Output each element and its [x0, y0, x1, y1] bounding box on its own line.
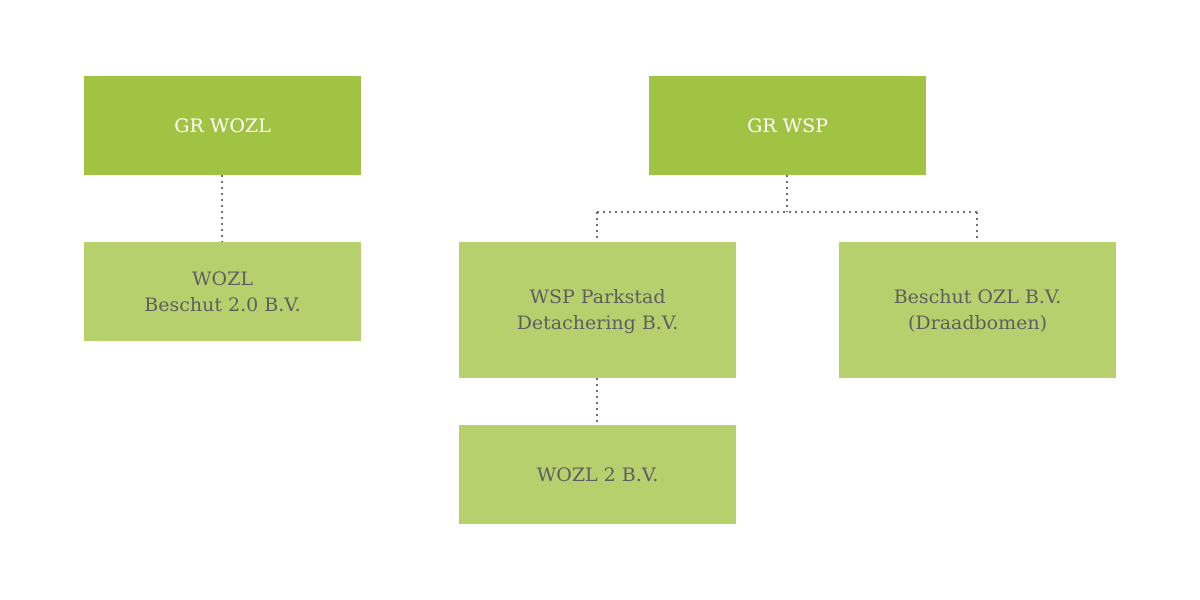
node-wozl-2-label: WOZL 2 B.V.	[536, 463, 659, 486]
node-beschut-ozl-line2: (Draadbomen)	[907, 312, 1048, 334]
node-wozl-beschut-line1: WOZL	[192, 267, 253, 290]
node-gr-wsp-label: GR WSP	[747, 114, 828, 137]
node-wozl-beschut: WOZL Beschut 2.0 B.V.	[84, 242, 361, 341]
node-wsp-parkstad-line2: Detachering B.V.	[516, 312, 679, 334]
node-gr-wozl: GR WOZL	[84, 76, 361, 175]
node-gr-wozl-label: GR WOZL	[174, 114, 271, 137]
node-wsp-parkstad: WSP Parkstad Detachering B.V.	[459, 242, 736, 378]
node-wozl-2: WOZL 2 B.V.	[459, 425, 736, 524]
node-gr-wsp: GR WSP	[649, 76, 926, 175]
node-beschut-ozl: Beschut OZL B.V. (Draadbomen)	[839, 242, 1116, 378]
node-wsp-parkstad-line1: WSP Parkstad	[529, 286, 666, 308]
node-wozl-beschut-line2: Beschut 2.0 B.V.	[144, 293, 301, 316]
node-beschut-ozl-line1: Beschut OZL B.V.	[893, 286, 1062, 308]
